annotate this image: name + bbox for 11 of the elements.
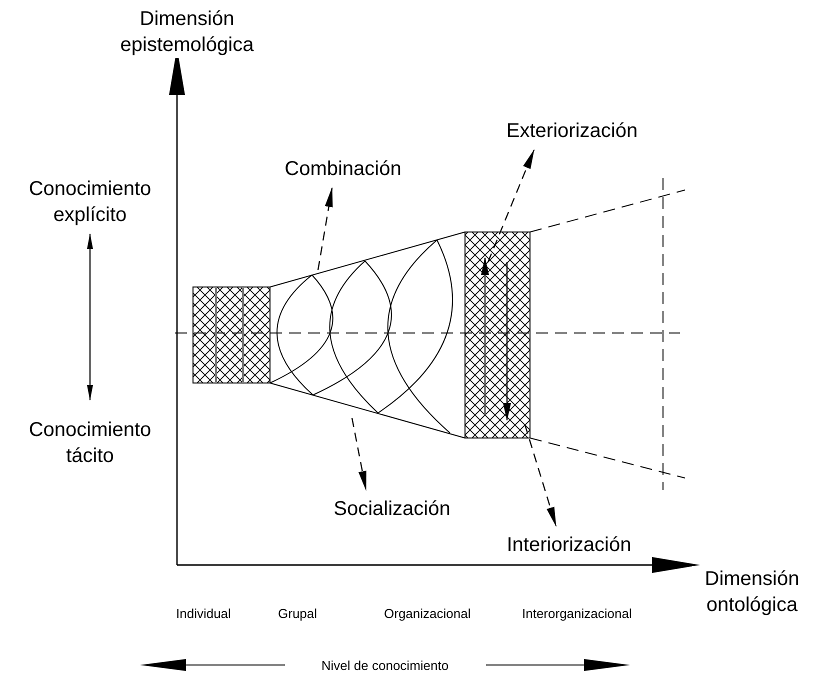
node-label: Combinación — [284, 157, 402, 182]
node-label: Socialización — [334, 497, 450, 522]
node-label: Conocimiento explícito — [28, 177, 152, 228]
dashed-arrow — [524, 424, 557, 527]
node-label: Interiorización — [506, 533, 632, 558]
node-label: Conocimiento tácito — [28, 418, 152, 469]
dashed-arrow — [351, 418, 367, 491]
dashed-arrow — [317, 187, 333, 270]
node-label: Exteriorización — [506, 119, 638, 144]
double-arrow — [86, 233, 94, 401]
dashed-arrow — [487, 149, 535, 262]
